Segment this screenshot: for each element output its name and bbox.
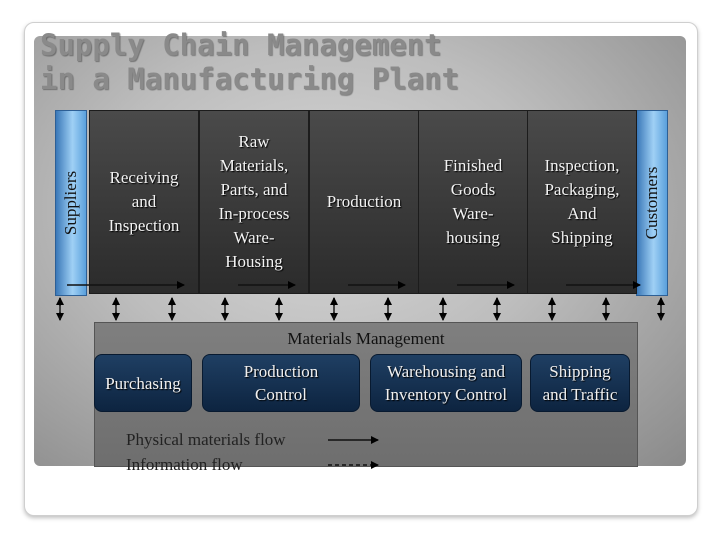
- inspection-packaging-shipping-box: Inspection, Packaging, And Shipping: [527, 110, 637, 294]
- slide-title: Supply Chain Management in a Manufacturi…: [40, 28, 459, 96]
- suppliers-bar: Suppliers: [55, 110, 87, 296]
- production-control-box: Production Control: [202, 354, 360, 412]
- information-flow-arrows: [56, 297, 665, 321]
- warehousing-inventory-control-box: Warehousing and Inventory Control: [370, 354, 522, 412]
- materials-management-label: Materials Management: [287, 329, 445, 348]
- legend-information-label: Information flow: [126, 455, 243, 474]
- title-line-1: Supply Chain Management: [40, 28, 442, 62]
- legend-physical-label: Physical materials flow: [126, 430, 286, 449]
- receiving-inspection-box: Receiving and Inspection: [89, 110, 199, 294]
- raw-materials-warehousing-box: Raw Materials, Parts, and In-process War…: [199, 110, 309, 294]
- finished-goods-warehousing-box: Finished Goods Ware- housing: [418, 110, 528, 294]
- purchasing-box: Purchasing: [94, 354, 192, 412]
- title-line-2: in a Manufacturing Plant: [40, 62, 460, 96]
- shipping-traffic-box: Shipping and Traffic: [530, 354, 630, 412]
- production-box: Production: [309, 110, 419, 294]
